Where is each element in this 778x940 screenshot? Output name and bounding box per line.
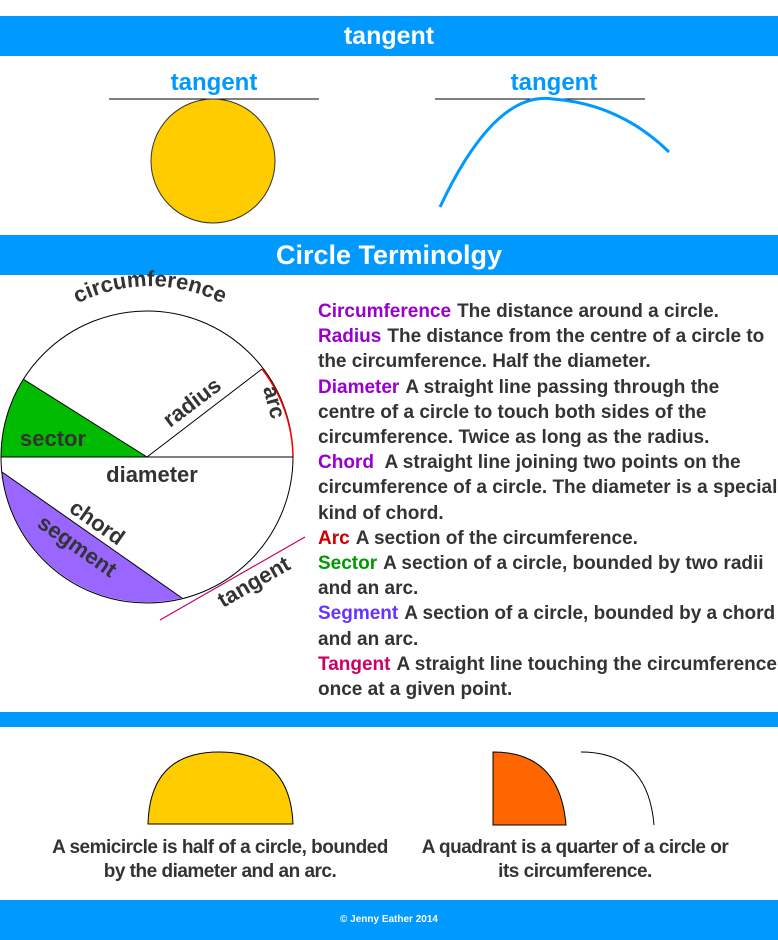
curve bbox=[438, 96, 671, 208]
yellow-circle bbox=[150, 98, 276, 224]
sector-label: sector bbox=[20, 426, 86, 451]
term: Sector bbox=[318, 553, 378, 575]
term: Segment bbox=[318, 603, 399, 625]
definition-text: A section of a circle, bounded by two ra… bbox=[318, 553, 764, 600]
tangent-label-curve: tangent bbox=[511, 69, 598, 96]
tangent-line bbox=[159, 536, 306, 621]
quadrant-arc bbox=[580, 751, 655, 826]
definition-text: A section of the circumference. bbox=[355, 527, 638, 549]
definition-text: A straight line touching the circumferen… bbox=[318, 653, 777, 701]
term: Circumference bbox=[318, 301, 452, 322]
definition-text: The distance around a circle. bbox=[457, 301, 719, 322]
term: Chord bbox=[318, 452, 374, 474]
tangent-label: tangent bbox=[213, 551, 295, 613]
section-divider bbox=[0, 712, 778, 727]
arc bbox=[261, 368, 294, 458]
definition-text: A straight line joining two points on th… bbox=[318, 452, 778, 524]
footer: © Jenny Eather 2014 bbox=[0, 900, 778, 940]
semicircle-caption: A semicircle is half of a circle, bounde… bbox=[52, 837, 388, 882]
definition-text: The distance from the centre of a circle… bbox=[318, 326, 765, 373]
arc-label: arc bbox=[258, 383, 291, 421]
term: Arc bbox=[318, 527, 350, 549]
semicircle bbox=[147, 751, 294, 825]
definition-chord: Chord A straight line joining two points… bbox=[318, 450, 778, 526]
copyright: © Jenny Eather 2014 bbox=[340, 914, 438, 925]
chord-line bbox=[1, 471, 183, 599]
terminology-header: Circle Terminolgy bbox=[0, 235, 778, 275]
sector-radius-line bbox=[22, 378, 148, 458]
definition-text: A section of a circle, bounded by a chor… bbox=[318, 603, 776, 650]
tangent-header: tangent bbox=[0, 16, 778, 56]
segment bbox=[2, 472, 182, 603]
radius-line bbox=[146, 368, 263, 458]
term: Tangent bbox=[318, 653, 391, 675]
tangent-label-circle: tangent bbox=[171, 69, 258, 96]
term: Diameter bbox=[318, 376, 400, 398]
term: Radius bbox=[318, 326, 382, 348]
circumference-label: circumference bbox=[69, 266, 231, 308]
sector bbox=[0, 379, 148, 457]
diameter-label: diameter bbox=[106, 462, 198, 487]
definition-text: A straight line passing through the cent… bbox=[318, 376, 720, 449]
quadrant-filled bbox=[492, 751, 567, 826]
quadrant-caption: A quadrant is a quarter of a circle or i… bbox=[421, 837, 729, 882]
